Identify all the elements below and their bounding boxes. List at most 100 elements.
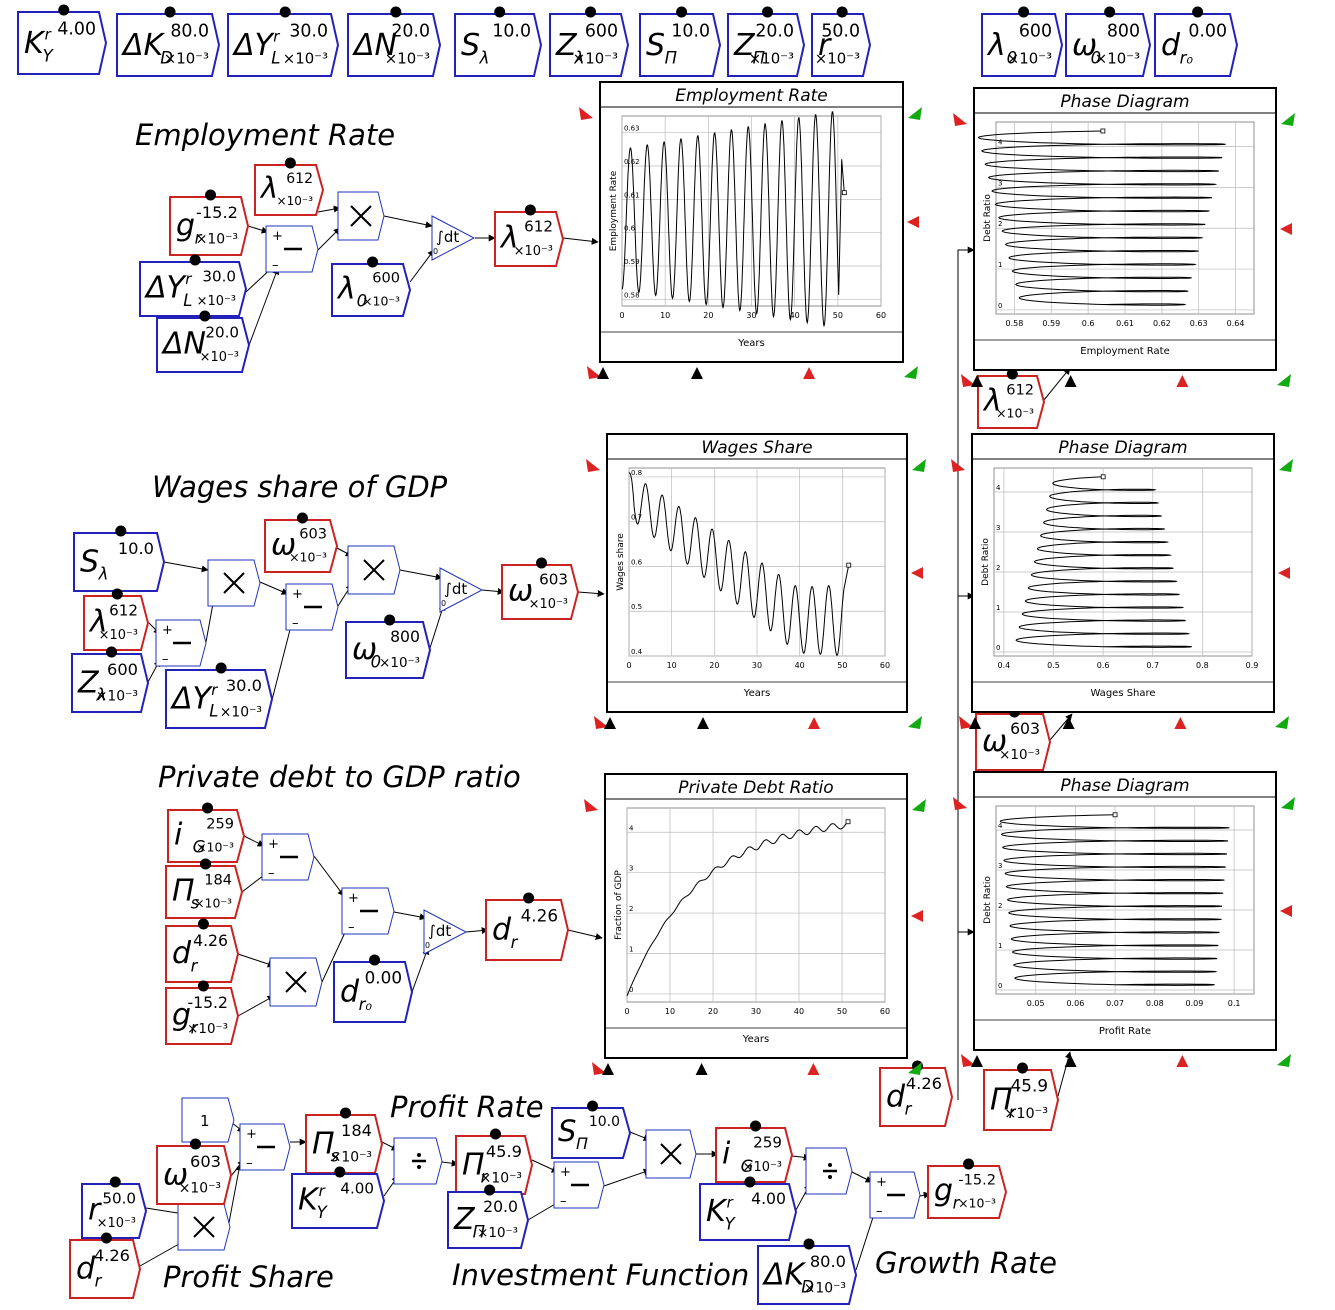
red-handle[interactable] — [594, 716, 608, 729]
variable-handle[interactable] — [803, 1238, 815, 1250]
green-handle[interactable] — [1281, 797, 1295, 810]
variable-handle[interactable] — [106, 646, 118, 658]
variable-handle[interactable] — [200, 858, 212, 870]
red-handle[interactable] — [911, 910, 923, 922]
red-handle[interactable] — [803, 367, 816, 379]
op-minus-w1[interactable]: +– — [155, 619, 207, 667]
variable-handle[interactable] — [587, 1100, 599, 1112]
op-times-w1[interactable] — [207, 559, 261, 607]
red-handle[interactable] — [1176, 1055, 1189, 1067]
const-one-block[interactable]: 1 — [181, 1097, 235, 1143]
black-handle[interactable] — [690, 367, 703, 379]
variable-handle[interactable] — [109, 1176, 121, 1188]
integrator-emp[interactable]: ∫dt0 — [431, 215, 476, 261]
op-div-b2[interactable] — [805, 1147, 853, 1195]
variable-handle[interactable] — [1006, 368, 1018, 380]
variable-handle[interactable] — [340, 1107, 352, 1119]
red-handle[interactable] — [961, 1054, 975, 1067]
red-handle[interactable] — [592, 1062, 606, 1075]
red-handle[interactable] — [579, 107, 593, 120]
red-handle[interactable] — [1278, 567, 1290, 579]
red-handle[interactable] — [911, 567, 923, 579]
variable-handle[interactable] — [197, 980, 209, 992]
green-handle[interactable] — [1275, 716, 1289, 729]
op-times-emp[interactable] — [337, 191, 385, 241]
variable-handle[interactable] — [367, 256, 379, 268]
green-handle[interactable] — [1277, 1054, 1291, 1067]
param-r[interactable]: r50.0×10⁻³ — [811, 6, 872, 77]
red-handle[interactable] — [953, 797, 967, 810]
variable-handle[interactable] — [111, 588, 123, 600]
variable-handle[interactable] — [524, 204, 536, 216]
variable-handle[interactable] — [536, 557, 548, 569]
red-handle[interactable] — [1280, 223, 1292, 235]
black-handle[interactable] — [695, 1063, 708, 1075]
op-minus-w2[interactable]: +– — [285, 583, 339, 631]
variable-handle[interactable] — [279, 6, 291, 18]
op-div-b1[interactable] — [393, 1137, 443, 1185]
black-handle[interactable] — [604, 717, 616, 729]
red-handle[interactable] — [1174, 717, 1187, 729]
variable-handle[interactable] — [676, 6, 688, 18]
variable-handle[interactable] — [750, 1120, 762, 1132]
black-handle[interactable] — [1064, 375, 1077, 387]
green-handle[interactable] — [908, 716, 922, 729]
black-handle[interactable] — [1064, 1055, 1077, 1067]
integrator-w[interactable]: ∫dt0 — [439, 567, 484, 613]
red-handle[interactable] — [959, 716, 973, 729]
variable-handle[interactable] — [585, 6, 597, 18]
variable-handle[interactable] — [494, 6, 506, 18]
variable-handle[interactable] — [490, 1128, 502, 1140]
variable-handle[interactable] — [189, 254, 201, 266]
op-minus-d1[interactable]: +– — [261, 833, 315, 881]
variable-handle[interactable] — [1104, 6, 1116, 18]
black-handle[interactable] — [697, 717, 709, 729]
variable-handle[interactable] — [334, 1166, 346, 1178]
variable-handle[interactable] — [58, 4, 70, 16]
integrator-d[interactable]: ∫dt0 — [423, 909, 468, 955]
green-handle[interactable] — [912, 799, 926, 812]
red-handle[interactable] — [907, 216, 919, 228]
variable-handle[interactable] — [1018, 6, 1030, 18]
green-handle[interactable] — [912, 459, 926, 472]
red-handle[interactable] — [953, 113, 967, 126]
red-handle[interactable] — [1280, 905, 1292, 917]
green-handle[interactable] — [908, 1062, 922, 1075]
variable-handle[interactable] — [199, 310, 211, 322]
red-handle[interactable] — [584, 799, 598, 812]
